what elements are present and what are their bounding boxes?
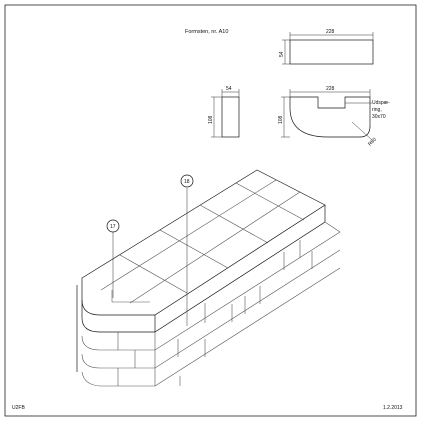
coping-top-surface <box>81 169 326 316</box>
side-view: 228 108 Udspæ- ring, 30x70 R80 <box>278 86 390 147</box>
radius-leader-line <box>351 121 373 141</box>
end-view-outline <box>221 96 240 138</box>
top-view: 228 54 <box>279 29 374 65</box>
footer-code: U2FB <box>12 405 25 411</box>
top-view-outline <box>289 39 374 65</box>
callout-17-label: 17 <box>110 224 116 230</box>
notch-note-line-3: 30x70 <box>372 114 386 120</box>
radius-label: R80 <box>367 137 378 148</box>
sheet-frame <box>4 4 417 417</box>
notch-note-line-1: Udspæ- <box>372 100 390 106</box>
drawing-title: Formsten, nr. A10 <box>185 29 228 35</box>
isometric-wall <box>76 169 341 387</box>
end-height-label: 108 <box>208 115 214 124</box>
side-height-label: 108 <box>278 115 284 124</box>
footer-date: 1.2.2013 <box>383 405 403 411</box>
end-width-label: 54 <box>226 86 232 92</box>
side-length-label: 228 <box>326 86 335 92</box>
callout-18-label: 18 <box>184 179 190 185</box>
end-view: 54 108 <box>208 86 240 138</box>
callout-17-circle <box>106 219 120 233</box>
top-height-label: 54 <box>279 51 285 57</box>
callout-18-circle <box>180 174 194 188</box>
coping-front-face <box>81 205 326 333</box>
top-length-label: 228 <box>326 29 335 35</box>
callout-18: 18 <box>180 174 194 326</box>
notch-note-line-2: ring, <box>372 107 382 113</box>
callout-17: 17 <box>106 219 120 298</box>
